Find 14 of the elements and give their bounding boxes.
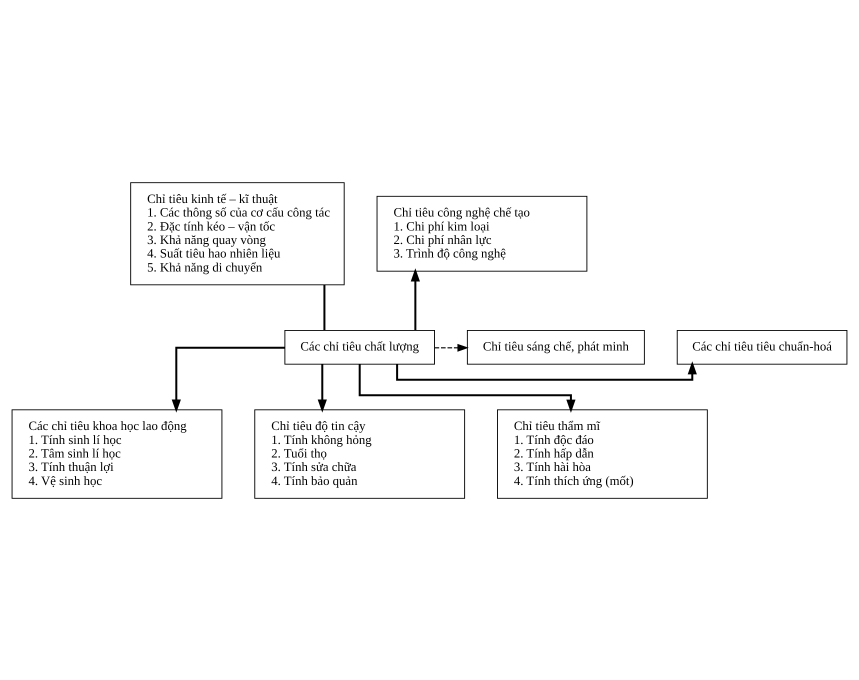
node-box: Chỉ tiêu công nghệ chế tạo 1. Chi phí kim loại 2. Chi phí nhân lực 3. Trình độ công nghệ — [376, 195, 588, 272]
node-box: Các chỉ tiêu tiêu chuẩn-hoá — [676, 330, 848, 364]
node-box: Chỉ tiêu độ tin cậy 1. Tính không hỏng 2. Tuổi thọ 3. Tính sửa chữa 4. Tính bảo quản — [254, 408, 466, 498]
node-box: Chỉ tiêu kinh tế – kĩ thuật 1. Các thông số của cơ cấu công tác 2. Đặc tính kéo – vận tốc 3. Khả năng quay vòng 4. Suất tiêu hao nhiên liệu 5. Khả năng di chuyển — [130, 182, 345, 285]
node-box: Chỉ tiêu sáng chế, phát minh — [466, 330, 645, 364]
arrow — [410, 268, 420, 330]
arrow — [172, 346, 285, 412]
node-box: Chỉ tiêu thẩm mĩ 1. Tính độc đáo 2. Tính hấp dẫn 3. Tính hài hòa 4. Tính thích ứng (mốt) — [497, 408, 708, 498]
arrow — [434, 343, 469, 352]
node-box: Các chỉ tiêu khoa học lao động 1. Tính sinh lí học 2. Tâm sinh lí học 3. Tính thuận lợi 4. Vệ sinh học — [12, 408, 222, 498]
connector — [323, 284, 326, 330]
arrow — [318, 364, 327, 412]
node-box: Các chỉ tiêu chất lượng — [284, 330, 435, 364]
arrow — [358, 364, 576, 412]
